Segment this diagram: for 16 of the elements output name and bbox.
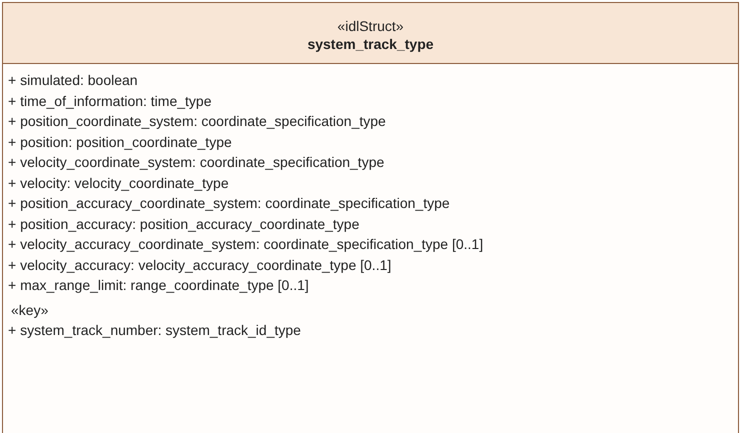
attribute-text: + velocity: velocity_coordinate_type: [8, 174, 229, 192]
attribute-text: + velocity_accuracy: velocity_accuracy_coordinate_type [0..1]: [8, 256, 392, 274]
stereotype-label: «idlStruct»: [337, 17, 404, 35]
attribute-text: + simulated: boolean: [8, 71, 138, 89]
attribute-text: + velocity_coordinate_system: coordinate_specification_type: [8, 153, 384, 171]
class-box: [2, 2, 739, 433]
attribute-text: + system_track_number: system_track_id_type: [8, 321, 301, 339]
attribute-text: + position_accuracy: position_accuracy_coordinate_type: [8, 214, 360, 232]
attribute-text: + position: position_coordinate_type: [8, 132, 232, 150]
attribute-text: + position_coordinate_system: coordinate_specification_type: [8, 112, 386, 130]
attribute-text: + position_accuracy_coordinate_system: coordinate_specification_type: [8, 194, 450, 212]
attribute-text: + max_range_limit: range_coordinate_type [0..1]: [8, 276, 309, 294]
attribute-text: + velocity_accuracy_coordinate_system: coordinate_specification_type [0..1]: [8, 235, 484, 253]
section-label: «key»: [11, 300, 48, 318]
attribute-text: + time_of_information: time_type: [8, 92, 212, 110]
class-name: system_track_type: [307, 35, 434, 53]
